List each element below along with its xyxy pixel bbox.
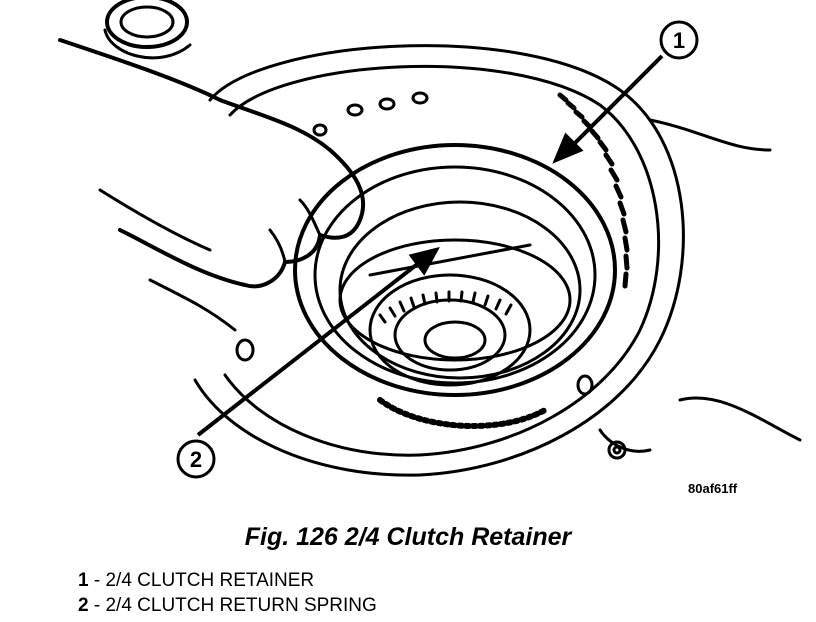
legend-separator: - xyxy=(93,570,106,591)
callout-2: 2 xyxy=(176,439,216,479)
transmission-housing xyxy=(193,44,685,477)
callout-1-number: 1 xyxy=(673,28,685,53)
return-spring xyxy=(338,238,572,362)
legend: 1 - 2/4 CLUTCH RETAINER 2 - 2/4 CLUTCH R… xyxy=(78,568,377,618)
legend-item-2-label: 2/4 CLUTCH RETURN SPRING xyxy=(105,595,377,616)
legend-item-2: 2 - 2/4 CLUTCH RETURN SPRING xyxy=(78,593,377,618)
leader-line-2 xyxy=(196,260,422,437)
hand xyxy=(58,38,366,289)
leader-line-1 xyxy=(568,54,664,150)
image-code: 80af61ff xyxy=(688,481,738,496)
legend-separator: - xyxy=(93,595,106,616)
callout-1: 1 xyxy=(659,20,699,60)
clutch-retainer-illustration: 1 2 xyxy=(58,0,802,479)
clutch-retainer xyxy=(293,143,617,397)
housing-boss xyxy=(105,0,189,49)
legend-item-1-number: 1 xyxy=(78,570,89,591)
callout-2-number: 2 xyxy=(190,447,202,472)
figure-caption: Fig. 126 2/4 Clutch Retainer xyxy=(244,523,572,551)
legend-item-1: 1 - 2/4 CLUTCH RETAINER xyxy=(78,568,377,593)
legend-item-1-label: 2/4 CLUTCH RETAINER xyxy=(105,570,315,591)
legend-item-2-number: 2 xyxy=(78,595,89,616)
ring-gear-teeth xyxy=(557,92,630,289)
